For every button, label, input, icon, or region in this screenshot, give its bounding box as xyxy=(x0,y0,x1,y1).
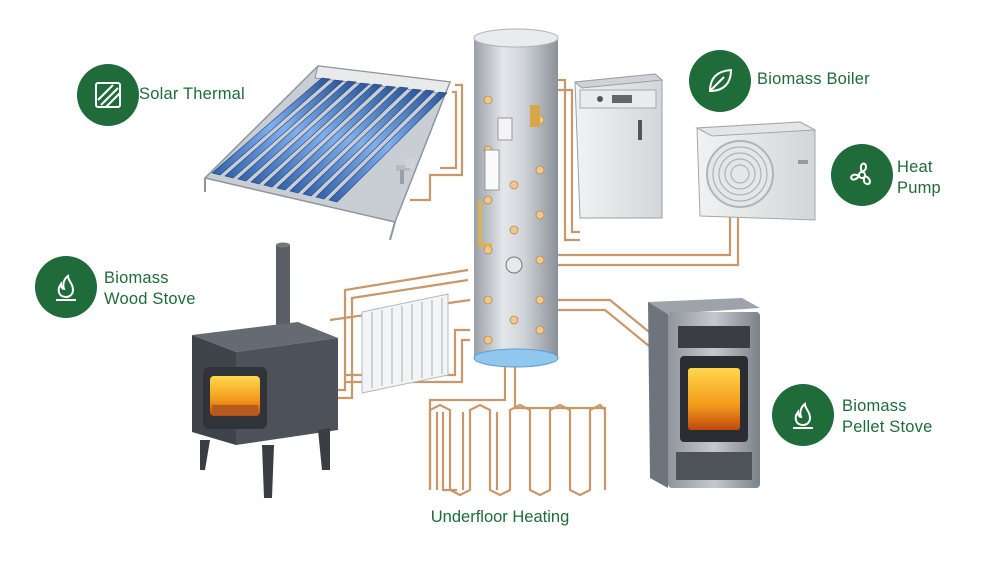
wood-stove xyxy=(192,242,338,498)
wood-stove-label-line2: Wood Stove xyxy=(104,290,196,308)
heat-pump-unit xyxy=(695,121,817,221)
radiator xyxy=(361,293,449,394)
heat-pump-label-line1: Heat xyxy=(897,158,933,176)
solar-panel-icon xyxy=(95,82,121,108)
solar-thermal-label: Solar Thermal xyxy=(139,85,245,103)
leaf-icon xyxy=(708,68,733,93)
underfloor-heating-label: Underfloor Heating xyxy=(430,508,570,526)
flame-icon xyxy=(56,274,76,301)
biomass-boiler-unit xyxy=(573,73,664,219)
pellet-stove-badge xyxy=(772,384,834,446)
pellet-stove xyxy=(648,298,760,488)
heat-pump-label-line2: Pump xyxy=(897,179,941,197)
pellet-stove-label-line1: Biomass xyxy=(842,397,907,415)
biomass-boiler-label: Biomass Boiler xyxy=(757,70,870,88)
wood-stove-badge xyxy=(35,256,97,318)
solar-thermal-panel xyxy=(203,65,452,241)
heat-pump-badge xyxy=(831,144,893,206)
fan-icon xyxy=(850,162,871,186)
wood-stove-label-line1: Biomass xyxy=(104,269,169,287)
biomass-boiler-badge xyxy=(689,50,751,112)
flame-icon xyxy=(793,402,813,429)
pellet-stove-label-line2: Pellet Stove xyxy=(842,418,933,436)
hot-water-cylinder xyxy=(473,28,559,368)
hot-water-tap xyxy=(396,158,415,184)
solar-thermal-badge xyxy=(77,64,139,126)
